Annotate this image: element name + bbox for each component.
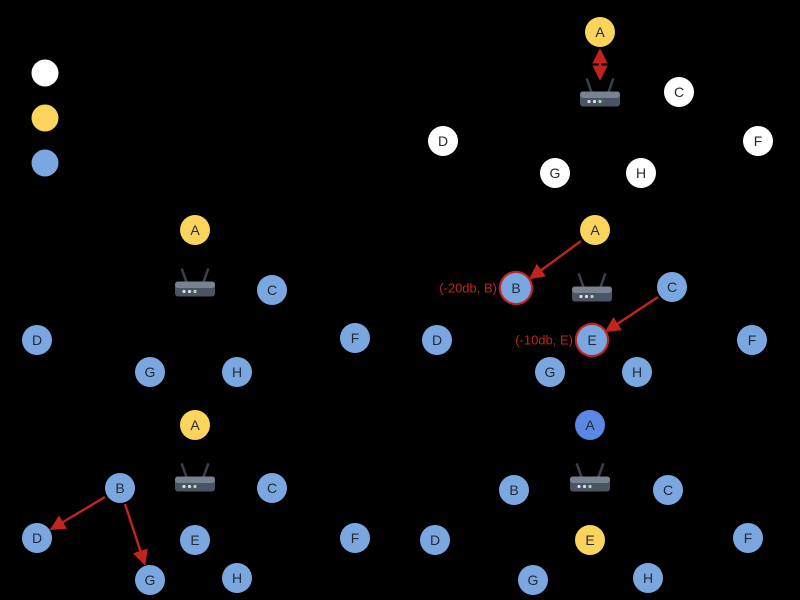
node-bottom-right-b: B (499, 475, 529, 505)
node-bottom-right-d: D (420, 525, 450, 555)
router-icon-top-right (577, 76, 623, 117)
router-icon-mid-right (569, 271, 615, 312)
node-mid-left-h: H (222, 357, 252, 387)
arrow-mid-right-1 (604, 295, 659, 333)
router-icon-mid-left (172, 266, 218, 307)
node-bottom-left-a: A (180, 410, 210, 440)
router-icon-bottom-left (172, 461, 218, 502)
node-mid-left-a: A (180, 215, 210, 245)
node-top-right-c: C (664, 77, 694, 107)
node-bottom-left-d: D (22, 523, 52, 553)
node-mid-left-d: D (22, 325, 52, 355)
node-bottom-left-g: G (135, 565, 165, 595)
node-bottom-right-c: C (653, 475, 683, 505)
node-top-right-h: H (626, 158, 656, 188)
node-bottom-left-h: H (222, 563, 252, 593)
node-bottom-right-g: G (518, 565, 548, 595)
node-mid-left-c: C (257, 275, 287, 305)
node-mid-right-d: D (422, 325, 452, 355)
node-bottom-left-b: B (105, 473, 135, 503)
node-bottom-right-e: E (575, 525, 605, 555)
legend-swatch-blue-node (31, 149, 59, 177)
node-mid-right-b: B (501, 273, 531, 303)
legend-swatch-white-node (31, 59, 59, 87)
signal-label-mid-right-0: (-20db, B) (439, 280, 497, 296)
node-mid-right-h: H (622, 357, 652, 387)
node-bottom-right-f: F (733, 523, 763, 553)
arrow-bottom-left-0 (49, 495, 106, 530)
node-top-right-d: D (428, 126, 458, 156)
node-bottom-right-h: H (633, 563, 663, 593)
node-bottom-right-a: A (575, 410, 605, 440)
node-top-right-g: G (540, 158, 570, 188)
node-mid-right-e: E (577, 325, 607, 355)
node-top-right-a: A (585, 17, 615, 47)
node-bottom-left-c: C (257, 473, 287, 503)
node-mid-right-c: C (657, 272, 687, 302)
node-mid-right-a: A (580, 215, 610, 245)
arrow-bottom-left-1 (123, 503, 148, 566)
node-mid-right-f: F (737, 325, 767, 355)
legend-swatch-yellow-node (31, 104, 59, 132)
signal-label-mid-right-1: (-10db, E) (515, 332, 573, 348)
node-top-right-f: F (743, 126, 773, 156)
router-icon-bottom-right (567, 461, 613, 502)
node-mid-left-f: F (340, 323, 370, 353)
node-bottom-left-f: F (340, 523, 370, 553)
node-mid-left-g: G (135, 357, 165, 387)
node-mid-right-g: G (535, 357, 565, 387)
node-bottom-left-e: E (180, 525, 210, 555)
